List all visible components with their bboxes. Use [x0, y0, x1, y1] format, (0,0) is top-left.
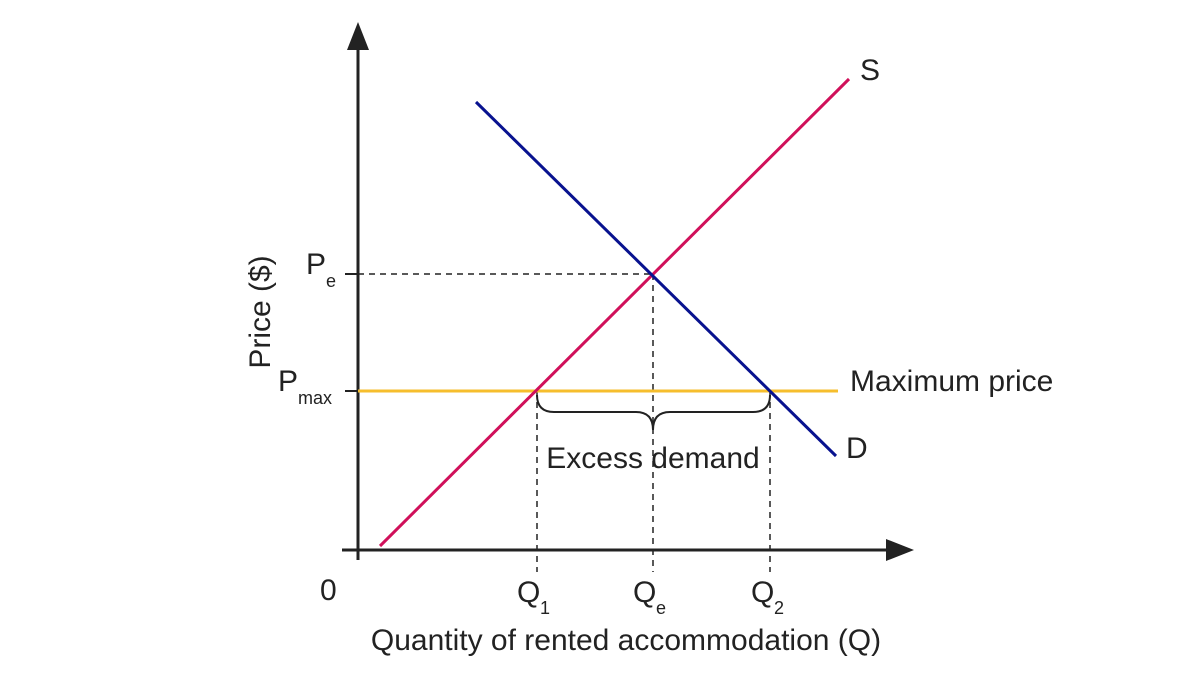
- q1-label: Q: [517, 576, 540, 609]
- excess-demand-label: Excess demand: [546, 442, 759, 475]
- q1-subscript: 1: [540, 598, 550, 618]
- pmax-label: P: [278, 365, 298, 398]
- pmax-subscript: max: [298, 388, 332, 408]
- q2-subscript: 2: [774, 598, 784, 618]
- origin-label: 0: [320, 574, 337, 607]
- y-axis-arrow: [347, 22, 369, 50]
- max-price-label: Maximum price: [850, 365, 1053, 398]
- excess-demand-brace: [536, 394, 771, 431]
- supply-curve: [378, 77, 851, 548]
- supply-label: S: [860, 54, 880, 87]
- demand-curve: [474, 100, 838, 458]
- x-axis-title: Quantity of rented accommodation (Q): [371, 624, 881, 657]
- q2-label: Q: [751, 576, 774, 609]
- demand-label: D: [846, 432, 868, 465]
- x-axis-arrow: [886, 539, 914, 561]
- pe-subscript: e: [326, 271, 336, 291]
- y-axis-title: Price ($): [244, 255, 277, 368]
- qe-label: Q: [633, 576, 656, 609]
- qe-subscript: e: [656, 598, 666, 618]
- pe-label: P: [306, 248, 326, 281]
